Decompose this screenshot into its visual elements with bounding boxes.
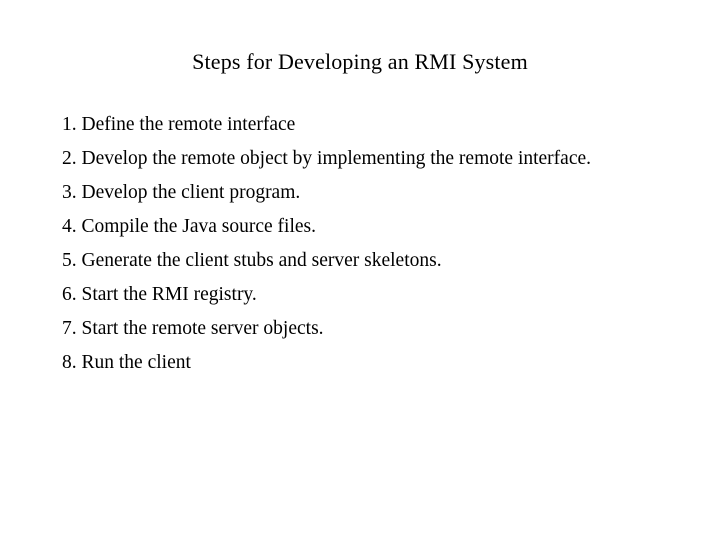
list-item-label: Develop the remote object by implementin… [81,148,592,169]
list-item-label: Define the remote interface [81,114,296,135]
list-item: 1. Define the remote interface [62,108,628,142]
list-item: 7. Start the remote server objects. [62,312,628,346]
list-item-number: 3. [62,182,77,203]
steps-list: 1. Define the remote interface 2. Develo… [62,108,628,380]
list-item: 5. Generate the client stubs and server … [62,244,628,278]
list-item: 3. Develop the client program. [62,176,628,210]
list-item-label: Compile the Java source files. [81,216,316,237]
list-item-label: Run the client [81,352,191,373]
list-item-label: Start the remote server objects. [81,318,324,339]
list-item-number: 7. [62,318,77,339]
list-item: 2. Develop the remote object by implemen… [62,142,628,176]
list-item-number: 6. [62,284,77,305]
list-item-number: 2. [62,148,77,169]
list-item-number: 8. [62,352,77,373]
list-item-number: 5. [62,250,77,271]
list-item-label: Start the RMI registry. [81,284,257,305]
list-item-number: 4. [62,216,77,237]
page-title: Steps for Developing an RMI System [192,49,528,74]
list-item: 8. Run the client [62,346,628,380]
list-item: 4. Compile the Java source files. [62,210,628,244]
list-item-label: Generate the client stubs and server ske… [81,250,442,271]
list-item-number: 1. [62,114,77,135]
list-item-label: Develop the client program. [81,182,301,203]
list-item: 6. Start the RMI registry. [62,278,628,312]
